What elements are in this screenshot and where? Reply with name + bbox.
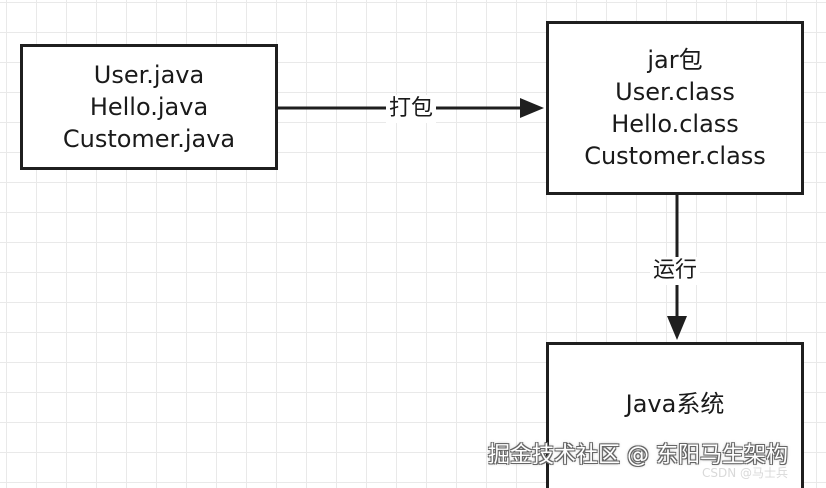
jar-package-node[interactable]: jar包 User.class Hello.class Customer.cla…	[546, 21, 804, 195]
source-file-hello: Hello.java	[89, 93, 209, 121]
edge-run-arrowhead	[667, 316, 687, 340]
jar-title: jar包	[647, 46, 703, 74]
java-system-node[interactable]: Java系统	[546, 342, 804, 488]
class-file-customer: Customer.class	[584, 142, 766, 170]
source-file-customer: Customer.java	[62, 125, 236, 153]
java-system-label: Java系统	[625, 389, 725, 418]
class-file-user: User.class	[615, 78, 735, 106]
edge-pack-label: 打包	[386, 95, 437, 123]
source-file-user: User.java	[93, 61, 205, 89]
source-files-node[interactable]: User.java Hello.java Customer.java	[20, 44, 278, 170]
class-file-hello: Hello.class	[611, 110, 739, 138]
edge-pack-arrowhead	[520, 98, 544, 118]
edge-run-label: 运行	[650, 257, 701, 285]
watermark-text: 掘金技术社区 @ 东阳马生架构	[488, 443, 788, 468]
watermark-small-text: CSDN @马士兵	[702, 466, 789, 480]
